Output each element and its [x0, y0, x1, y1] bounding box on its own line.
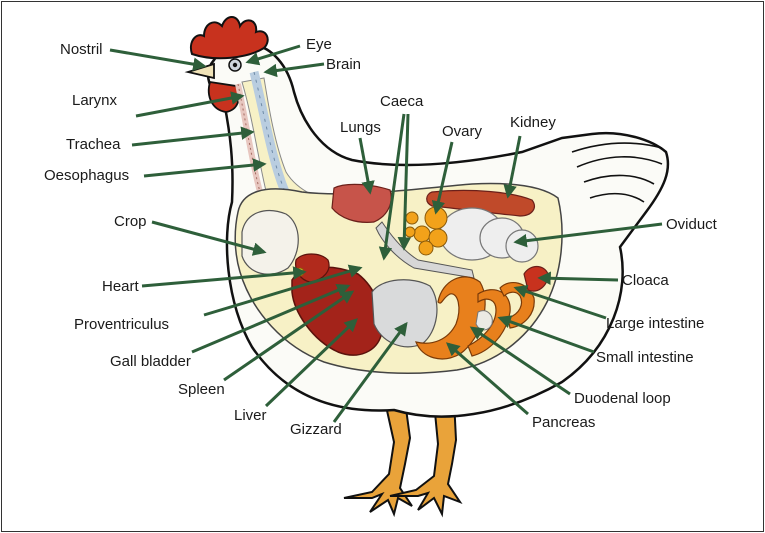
leader-oviduct: [513, 222, 663, 248]
label-spleen: Spleen: [178, 381, 225, 398]
oviduct-shape: [439, 207, 539, 263]
label-caeca: Caeca: [380, 93, 424, 110]
label-ovary: Ovary: [442, 123, 483, 140]
comb: [190, 16, 269, 60]
legs: [343, 392, 463, 518]
crop-shape: [241, 210, 299, 275]
label-large-intestine: Large intestine: [606, 315, 704, 332]
leader-gizzard: [332, 321, 408, 423]
label-gall-bladder: Gall bladder: [110, 353, 191, 370]
label-eye: Eye: [306, 36, 332, 53]
leader-brain: [263, 62, 325, 78]
chicken-illustration: [184, 16, 670, 518]
leader-gall-bladder: [191, 283, 351, 354]
label-gizzard: Gizzard: [290, 421, 342, 438]
label-pancreas: Pancreas: [532, 414, 595, 431]
tail-feathers: [571, 142, 663, 203]
label-cloaca: Cloaca: [622, 272, 669, 289]
leader-eye: [245, 44, 301, 66]
label-liver: Liver: [234, 407, 267, 424]
label-larynx: Larynx: [72, 92, 118, 109]
leader-nostril: [109, 48, 207, 71]
label-trachea: Trachea: [66, 136, 121, 153]
label-brain: Brain: [326, 56, 361, 73]
label-heart: Heart: [102, 278, 140, 295]
leader-caeca-1: [378, 113, 406, 261]
label-nostril: Nostril: [60, 41, 103, 58]
leader-proventriculus: [203, 264, 363, 317]
leader-pancreas: [445, 342, 529, 416]
label-small-intestine: Small intestine: [596, 349, 694, 366]
leader-small-intestine: [497, 315, 595, 354]
lungs-shape: [331, 183, 392, 223]
leader-oesophagus: [143, 158, 267, 178]
leader-cloaca: [537, 271, 619, 286]
leader-kidney: [503, 135, 522, 199]
leader-caeca-2: [397, 113, 412, 251]
leader-heart: [141, 266, 307, 288]
label-crop: Crop: [114, 213, 147, 230]
leader-large-intestine: [513, 285, 607, 320]
label-oesophagus: Oesophagus: [44, 167, 129, 184]
leader-trachea: [131, 126, 255, 147]
labels: Nostril Eye Brain Larynx Trachea Oesopha…: [44, 36, 718, 438]
leader-lungs: [358, 137, 375, 195]
leader-larynx: [135, 91, 245, 118]
pancreas-shape: [475, 310, 493, 331]
label-oviduct: Oviduct: [666, 216, 718, 233]
gizzard-shape: [371, 279, 438, 348]
label-lungs: Lungs: [340, 119, 381, 136]
label-duodenal-loop: Duodenal loop: [574, 390, 671, 407]
leader-lines: [109, 44, 663, 423]
leader-crop: [151, 220, 267, 256]
label-kidney: Kidney: [510, 114, 556, 131]
leader-liver: [264, 318, 358, 408]
leader-duodenal-loop: [469, 326, 571, 396]
leader-ovary: [431, 141, 454, 215]
label-proventriculus: Proventriculus: [74, 316, 169, 333]
leader-spleen: [223, 290, 355, 382]
